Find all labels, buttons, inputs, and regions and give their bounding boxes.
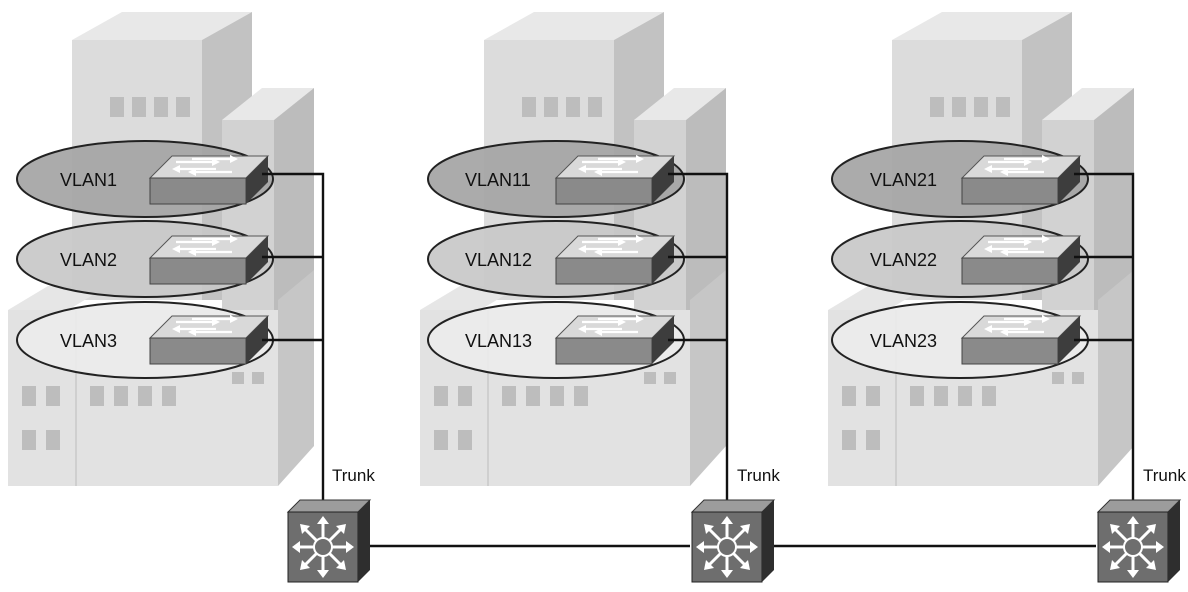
vlan-label-12: VLAN12 (465, 250, 532, 270)
core-switch-2[interactable] (690, 498, 776, 584)
trunk-label-2: Trunk (737, 466, 780, 485)
building-1: VLAN1 VLAN2 VLAN3 Trunk (7, 11, 375, 500)
vlan-label-13: VLAN13 (465, 331, 532, 351)
vlan-label-21: VLAN21 (870, 170, 937, 190)
access-switch-vlan1[interactable] (148, 153, 270, 206)
access-switch-vlan23[interactable] (960, 313, 1082, 366)
vlan-label-23: VLAN23 (870, 331, 937, 351)
vlan-label-11: VLAN11 (465, 170, 531, 190)
trunk-label-3: Trunk (1143, 466, 1186, 485)
trunk-label-1: Trunk (332, 466, 375, 485)
access-switch-vlan2[interactable] (148, 233, 270, 286)
vlan-label-1: VLAN1 (60, 170, 117, 190)
vlan-label-22: VLAN22 (870, 250, 937, 270)
building-3: VLAN21 VLAN22 VLAN23 Trunk (827, 11, 1186, 500)
access-switch-vlan12[interactable] (554, 233, 676, 286)
access-switch-vlan3[interactable] (148, 313, 270, 366)
building-2: VLAN11 VLAN12 VLAN13 Trunk (419, 11, 780, 500)
core-switch-1[interactable] (286, 498, 372, 584)
core-switch-3[interactable] (1096, 498, 1182, 584)
access-switch-vlan13[interactable] (554, 313, 676, 366)
access-switch-vlan22[interactable] (960, 233, 1082, 286)
uplink-lines-1 (262, 172, 325, 500)
access-switch-vlan21[interactable] (960, 153, 1082, 206)
uplink-lines-3 (1074, 172, 1135, 500)
vlan-label-2: VLAN2 (60, 250, 117, 270)
access-switch-vlan11[interactable] (554, 153, 676, 206)
uplink-lines-2 (668, 172, 729, 500)
vlan-label-3: VLAN3 (60, 331, 117, 351)
